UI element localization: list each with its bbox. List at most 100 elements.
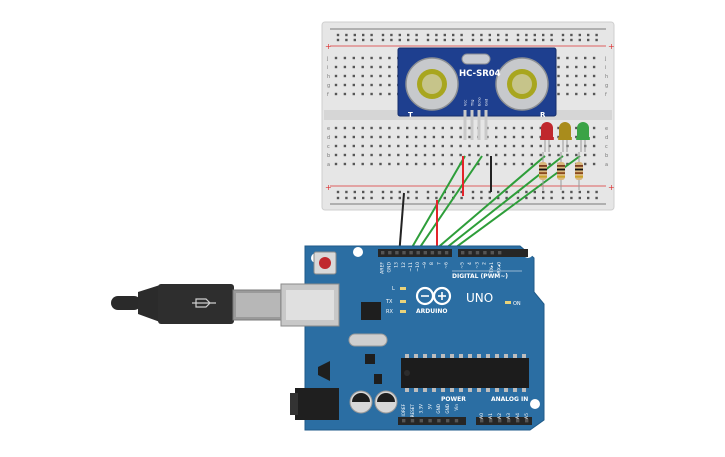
rail-hole	[570, 196, 573, 200]
terminal-hole	[343, 135, 347, 139]
digital-header-pin	[381, 251, 385, 255]
chip-leg	[513, 388, 517, 392]
rail-hole	[362, 196, 365, 200]
analog-pin-label: A4	[515, 413, 521, 419]
chip-leg	[522, 388, 526, 392]
terminal-hole	[486, 144, 489, 148]
terminal-hole	[468, 153, 471, 157]
row-letter: b	[605, 153, 608, 159]
power-jack	[295, 388, 339, 420]
sensor-pin-label: Echo	[478, 97, 482, 106]
analog-header-pin	[489, 419, 493, 423]
rail-hole	[542, 33, 545, 37]
rail-hole	[452, 38, 455, 42]
chip-leg	[450, 388, 454, 392]
wire-green-led-red	[427, 155, 546, 257]
capacitor-2-stripe	[377, 393, 395, 402]
resistor-band	[575, 165, 583, 167]
rail-hole	[578, 190, 581, 194]
terminal-hole	[592, 162, 596, 166]
row-letter: j	[326, 56, 328, 62]
terminal-hole	[592, 144, 596, 148]
analog-section-label: ANALOG IN	[491, 396, 528, 403]
chip-leg	[486, 354, 490, 358]
terminal-hole	[379, 74, 382, 78]
rail-hole	[381, 33, 385, 37]
reset-button-cap[interactable]	[319, 257, 331, 269]
small-transistor	[374, 374, 382, 384]
led-rx-indicator	[400, 310, 406, 313]
terminal-hole	[495, 162, 498, 166]
rail-hole	[398, 33, 401, 37]
analog-header	[476, 417, 532, 425]
usb-symbol-icon	[192, 298, 216, 308]
terminal-hole	[423, 144, 427, 148]
rail-hole	[415, 190, 418, 194]
terminal-hole	[450, 144, 453, 148]
rail-hole	[353, 196, 356, 200]
terminal-hole	[388, 74, 391, 78]
terminal-hole	[566, 162, 569, 166]
terminal-hole	[557, 74, 560, 78]
rail-plus-label-top-right: +	[608, 42, 615, 51]
rail-hole	[407, 33, 410, 37]
rail-hole	[578, 38, 581, 42]
resistor-band	[539, 168, 547, 171]
row-letter: i	[327, 65, 328, 71]
terminal-hole	[441, 162, 444, 166]
rail-hole	[353, 33, 356, 37]
rail-hole	[370, 196, 373, 200]
sensor-pin-leg	[484, 110, 488, 140]
power-jack-lip	[290, 393, 298, 415]
power-header-pin	[428, 419, 432, 423]
terminal-hole	[352, 153, 355, 157]
chip-leg	[477, 354, 481, 358]
terminal-hole	[503, 153, 507, 157]
terminal-hole	[584, 162, 587, 166]
terminal-hole	[584, 74, 587, 78]
digital-pin-label: ~11	[408, 262, 414, 272]
rail-hole	[542, 190, 545, 194]
terminal-hole	[343, 83, 347, 87]
terminal-hole	[539, 126, 542, 130]
chip-leg	[495, 388, 499, 392]
terminal-hole	[566, 83, 569, 87]
terminal-hole	[503, 126, 507, 130]
atmega-chip	[401, 358, 529, 388]
rail-hole	[345, 190, 348, 194]
digital-section-label: DIGITAL (PWM~)	[452, 273, 508, 280]
rail-hole	[381, 38, 385, 42]
terminal-hole	[432, 126, 436, 130]
terminal-hole	[441, 135, 444, 139]
row-letter: g	[327, 83, 330, 89]
terminal-hole	[334, 65, 338, 69]
digital-pin-label: RX◂0	[497, 262, 503, 274]
rail-hole	[370, 33, 373, 37]
resistor-band	[557, 168, 565, 171]
terminal-hole	[343, 126, 347, 130]
terminal-hole	[557, 144, 560, 148]
power-section-label: POWER	[441, 396, 466, 403]
terminal-hole	[566, 92, 569, 96]
rail-hole	[390, 38, 393, 42]
rail-hole	[561, 38, 565, 42]
terminal-hole	[397, 135, 400, 139]
rail-hole	[533, 196, 536, 200]
terminal-hole	[486, 162, 489, 166]
row-letter: c	[605, 144, 608, 150]
power-header-pin	[454, 419, 459, 423]
resistor-band	[575, 168, 583, 171]
terminal-hole	[495, 153, 498, 157]
rail-hole	[336, 33, 340, 37]
terminal-hole	[530, 135, 533, 139]
terminal-hole	[512, 162, 516, 166]
terminal-hole	[530, 126, 533, 130]
rail-hole	[426, 33, 430, 37]
terminal-hole	[592, 153, 596, 157]
rail-hole	[362, 33, 365, 37]
terminal-hole	[592, 92, 596, 96]
rail-hole	[570, 33, 573, 37]
rail-hole	[488, 196, 491, 200]
